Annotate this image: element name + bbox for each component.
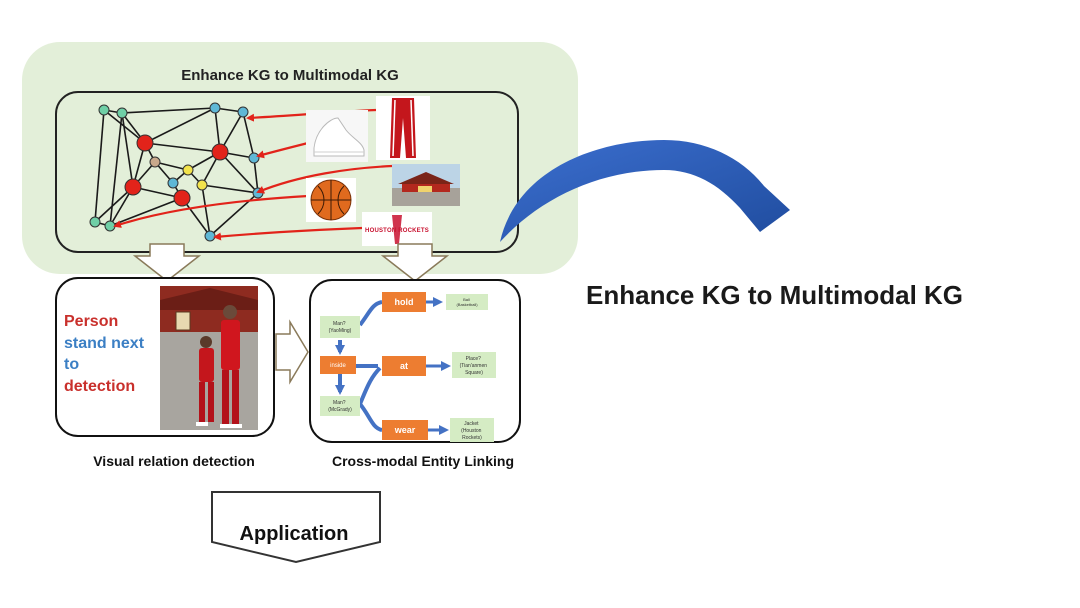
node-jacket: Jacket (Houston Rockets) (450, 418, 494, 442)
kg-node (124, 178, 142, 196)
jacket-line2: (Houston (461, 428, 482, 434)
svg-text:Jacket (Houston Ro: Jacket (Houston Rockets) (461, 421, 483, 441)
place-line2: (Tian'anmen (460, 363, 488, 369)
kg-node (211, 143, 229, 161)
visual-relation-text: Person stand next to detection (64, 313, 148, 395)
jacket-line3: Rockets) (462, 435, 482, 441)
svg-text:Ball (Basketball): Ball (Basketball) (456, 297, 478, 307)
kg-node (182, 164, 194, 176)
svg-text:Place? (Tian'anmen: Place? (Tian'anmen Square) (460, 356, 489, 376)
kg-node (196, 179, 208, 191)
kg-node (204, 230, 216, 242)
vr-text-detection: detection (64, 378, 135, 395)
application-label: Application (240, 523, 349, 545)
ball-line2: (Basketball) (456, 302, 478, 307)
man1-line1: Man? (333, 321, 346, 327)
players-photo (160, 286, 258, 430)
kg-node (89, 216, 101, 228)
panel-title: Enhance KG to Multimodal KG (181, 67, 399, 84)
shoe-image (306, 110, 368, 162)
inside-label: inside (330, 363, 346, 369)
svg-text:Man? (YaoMing): Man? (YaoMing) (329, 321, 352, 334)
node-ball: Ball (Basketball) (446, 294, 488, 310)
entity-link-arrows (335, 297, 451, 435)
kg-node (136, 134, 154, 152)
node-at: at (382, 356, 426, 376)
down-arrow-left (132, 243, 202, 282)
node-place: Place? (Tian'anmen Square) (452, 352, 496, 378)
node-man1: Man? (YaoMing) (320, 316, 360, 338)
basketball-image (306, 178, 356, 222)
place-line3: Square) (465, 370, 483, 376)
man2-line2: (McGrady) (328, 407, 352, 413)
visual-relation-caption: Visual relation detection (93, 453, 255, 469)
vr-text-person: Person (64, 313, 118, 330)
rockets-logo-image: HOUSTON ROCKETS (362, 212, 432, 246)
wear-label: wear (394, 425, 416, 435)
man1-line2: (YaoMing) (329, 328, 352, 334)
jacket-line1: Jacket (464, 421, 479, 427)
gate-image (392, 164, 460, 206)
vr-text-stand-next: stand next (64, 335, 145, 352)
kg-node (149, 156, 161, 168)
kg-node (98, 104, 110, 116)
right-title: Enhance KG to Multimodal KG (586, 280, 963, 310)
pants-image (376, 96, 430, 160)
kg-node (167, 177, 179, 189)
right-arrow-between (275, 319, 309, 385)
hold-label: hold (395, 297, 414, 307)
kg-node (209, 102, 221, 114)
kg-node (173, 189, 191, 207)
kg-nodes (89, 102, 264, 242)
kg-node (104, 220, 116, 232)
vr-text-to: to (64, 356, 79, 373)
node-inside: inside (320, 356, 356, 374)
kg-node (237, 106, 249, 118)
node-hold: hold (382, 292, 426, 312)
application-arrow (211, 491, 381, 564)
at-label: at (400, 361, 408, 371)
svg-text:Man? (McGrady): Man? (McGrady) (328, 400, 352, 413)
kg-node (116, 107, 128, 119)
man2-line1: Man? (333, 400, 346, 406)
node-wear: wear (382, 420, 428, 440)
node-man2: Man? (McGrady) (320, 396, 360, 416)
entity-linking-caption: Cross-modal Entity Linking (332, 453, 514, 469)
down-arrow-right (380, 243, 450, 282)
ball-line1: Ball (463, 297, 470, 302)
big-curved-arrow (500, 140, 790, 242)
kg-node (248, 152, 260, 164)
place-line1: Place? (466, 356, 482, 362)
